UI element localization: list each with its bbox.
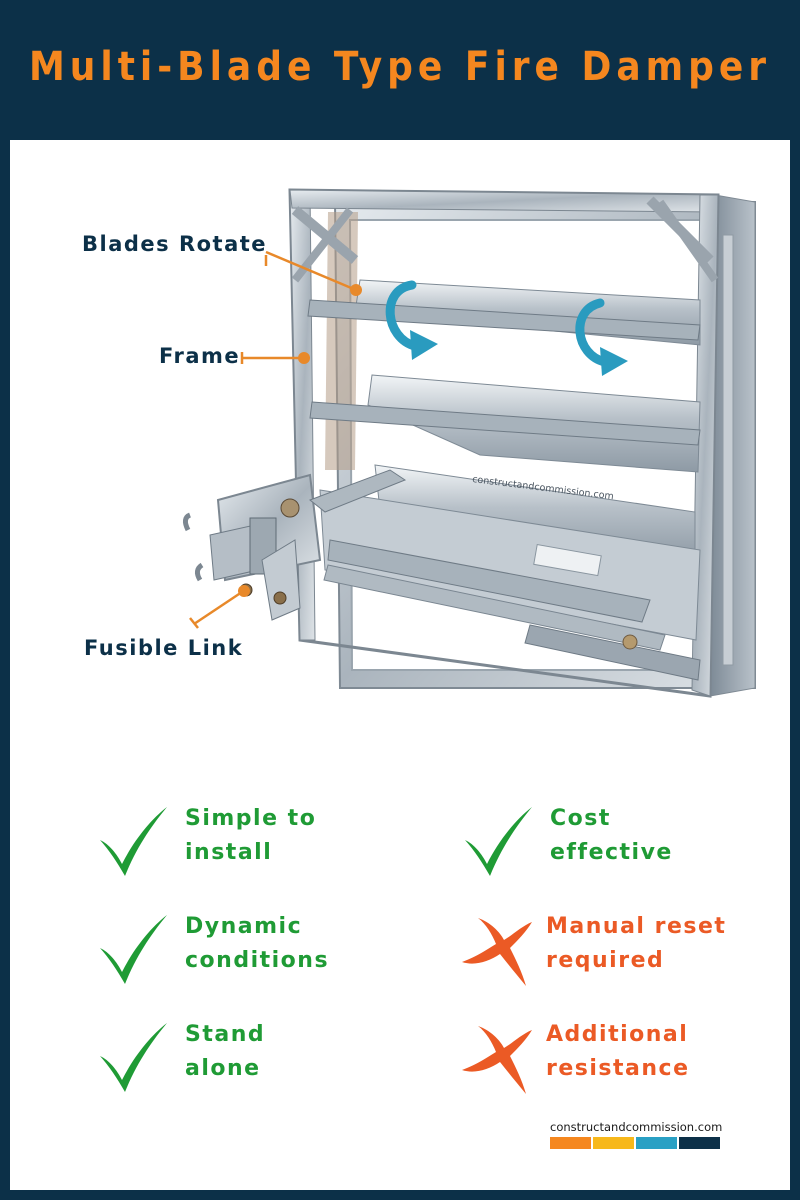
brand-logo: constructandcommission.com	[550, 1120, 723, 1160]
brand-bar-yellow	[593, 1137, 634, 1149]
brand-bar-orange	[550, 1137, 591, 1149]
cross-icon	[462, 1026, 532, 1094]
leader-blades	[264, 250, 357, 292]
blade-bottom	[319, 464, 701, 681]
leader-fusible	[189, 590, 243, 629]
rotate-arrow-right-icon	[575, 298, 628, 376]
leader-fusible-dot	[238, 585, 250, 597]
callout-blades-rotate: Blades Rotate	[82, 232, 268, 256]
pro-item: Simple to install	[95, 802, 435, 882]
check-icon	[100, 1023, 167, 1092]
item-line: Simple to	[185, 806, 317, 831]
brand-text: constructandcommission.com	[550, 1120, 723, 1134]
pro-item: Dynamic conditions	[95, 910, 435, 990]
callout-fusible-link: Fusible Link	[84, 636, 244, 660]
item-line: resistance	[546, 1056, 690, 1081]
item-line: effective	[550, 840, 673, 865]
brand-bar-navy	[679, 1137, 720, 1149]
item-line: Additional	[546, 1022, 689, 1047]
check-icon	[100, 915, 167, 984]
item-line: alone	[185, 1056, 261, 1081]
item-line: Manual reset	[546, 914, 727, 939]
leader-frame	[240, 352, 302, 364]
check-icon	[100, 807, 167, 876]
page-title: Multi-Blade Type Fire Damper	[28, 44, 772, 90]
leader-blades-dot	[350, 284, 362, 296]
callout-frame: Frame	[159, 344, 241, 368]
cross-icon	[462, 918, 532, 986]
item-line: Cost	[550, 806, 611, 831]
item-line: install	[185, 840, 273, 865]
item-line: required	[546, 948, 665, 973]
con-item: Additional resistance	[456, 1018, 796, 1098]
pro-item: Stand alone	[95, 1018, 435, 1098]
blade-middle	[309, 374, 701, 473]
blade-top	[307, 279, 701, 346]
leader-frame-dot	[298, 352, 310, 364]
check-icon	[465, 807, 532, 876]
item-line: Dynamic	[185, 914, 303, 939]
rotate-arrow-left-icon	[385, 280, 438, 360]
content-panel: constructandcommission.com Blades Rotate…	[10, 140, 790, 1190]
brand-bar-blue	[636, 1137, 677, 1149]
fusible-link-assembly	[182, 469, 407, 621]
item-line: conditions	[185, 948, 330, 973]
header-banner: Multi-Blade Type Fire Damper	[0, 0, 800, 140]
fire-damper-illustration: constructandcommission.com	[182, 188, 756, 698]
pro-item: Cost effective	[460, 802, 800, 882]
item-line: Stand	[185, 1022, 266, 1047]
con-item: Manual reset required	[456, 910, 796, 990]
